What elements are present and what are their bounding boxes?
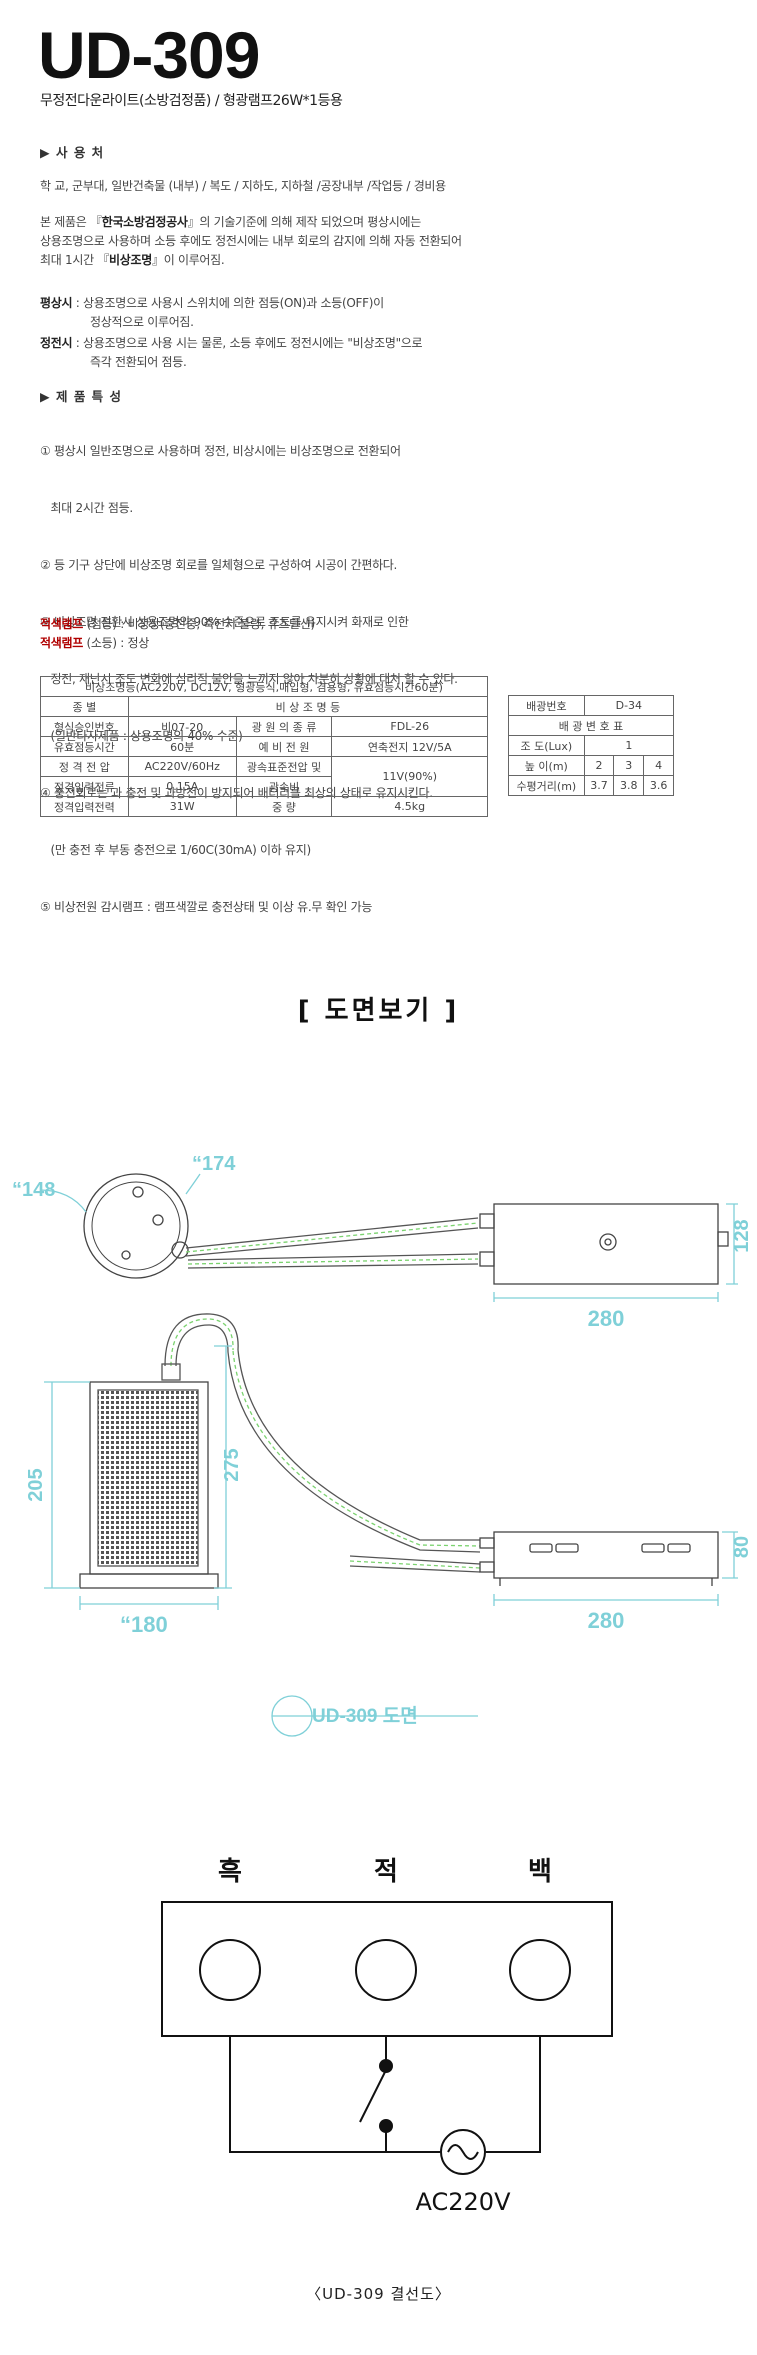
dim-205: 205 xyxy=(25,1468,47,1501)
drawing-heading: [ 도면보기 ] xyxy=(297,996,460,1026)
switch-contact-top xyxy=(379,2059,393,2073)
terminal-block xyxy=(161,1901,613,2037)
switch-lever xyxy=(359,2069,387,2123)
mode-outage: 정전시 : 상용조명으로 사용 시는 물론, 소등 후에도 정전시에는 "비상조… xyxy=(40,336,423,369)
features-heading: ▶ 제 품 특 성 xyxy=(40,389,123,404)
terminal-black xyxy=(199,1939,261,2001)
dim-128: 128 xyxy=(731,1219,753,1252)
terminal-white xyxy=(509,1939,571,2001)
dim-280-top: 280 xyxy=(588,1306,625,1331)
intro-line-3: 최대 1시간 『비상조명』이 이루어짐. xyxy=(40,253,225,267)
dim-280-side: 280 xyxy=(588,1608,625,1633)
dim-174: “174 xyxy=(192,1153,236,1175)
wiring-caption: 〈UD-309 결선도〉 xyxy=(306,2285,451,2303)
spec-title: 비상조명등(AC220V, DC12V, 형광등식,매입형, 겸용형, 유효점등… xyxy=(40,676,488,697)
feature-line: ① 평상시 일반조명으로 사용하며 정전, 비상시에는 비상조명으로 전환되어 xyxy=(40,444,401,458)
feature-line: (만 충전 후 부동 충전으로 1/60C(30mA) 이하 유지) xyxy=(40,843,312,857)
mode-normal: 평상시 : 상용조명으로 사용시 스위치에 의한 점등(ON)과 소등(OFF)… xyxy=(40,296,384,329)
mode-outage-label: 정전시 xyxy=(40,336,73,350)
dim-275: 275 xyxy=(221,1448,243,1481)
dim-80: 80 xyxy=(731,1536,753,1558)
dim-180: “180 xyxy=(120,1612,168,1637)
wire-label-red: 적 xyxy=(374,1857,398,1887)
feature-line: 최대 2시간 점등. xyxy=(40,501,134,515)
wire-label-black: 흑 xyxy=(218,1857,242,1887)
model-title: UD-309 xyxy=(38,18,260,92)
top-view-cable-gland xyxy=(171,1241,189,1259)
side-view-cable-bend xyxy=(164,1313,239,1367)
wiring-diagram: 흑 적 백 AC220V xyxy=(161,1857,613,2216)
top-view-inner-ring xyxy=(91,1181,181,1271)
technical-drawing: “148 “174 280 128 205 275 “180 280 80 UD… xyxy=(12,1153,753,1737)
lamp-status: 적색램프 (점등) : 비정상(충전중, 축전지 불량, 휴즈단선) 적색램프 … xyxy=(40,617,315,650)
mode-normal-label: 평상시 xyxy=(40,296,73,310)
feature-line: ⑤ 비상전원 감시램프 : 램프색깔로 충전상태 및 이상 유.무 확인 가능 xyxy=(40,900,373,914)
dim-148: “148 xyxy=(12,1179,55,1201)
feature-line: ③ 비상조명 전환시 상용조명의 90% 수준으로 조도를 유지시켜 화재로 인… xyxy=(40,615,409,629)
ac-source-label: AC220V xyxy=(416,2188,512,2216)
product-subtitle: 무정전다운라이트(소방검정품) / 형광램프26W*1등용 xyxy=(40,93,343,109)
side-view-ballast-box xyxy=(493,1531,719,1579)
drawing-label: UD-309 도면 xyxy=(312,1705,418,1727)
features-list: ① 평상시 일반조명으로 사용하며 정전, 비상시에는 비상조명으로 전환되어 … xyxy=(40,404,458,936)
feature-line: ② 등 기구 상단에 비상조명 회로를 일체형으로 구성하여 시공이 간편하다. xyxy=(40,558,398,572)
spec-table: 비상조명등(AC220V, DC12V, 형광등식,매입형, 겸용형, 유효점등… xyxy=(40,676,489,817)
usage-text: 학 교, 군부대, 일반건축물 (내부) / 복도 / 지하도, 지하철 /공장… xyxy=(40,179,446,193)
intro-line-1: 본 제품은 『한국소방검정공사』의 기술기준에 의해 제작 되었으며 평상시에는 xyxy=(40,215,421,229)
wire-label-white: 백 xyxy=(528,1857,552,1887)
side-view-flange xyxy=(79,1573,219,1589)
intro-line-2: 상용조명으로 사용하며 소등 후에도 정전시에는 내부 회로의 감지에 의해 자… xyxy=(40,234,462,248)
switch-contact-bottom xyxy=(379,2119,393,2133)
ac-source xyxy=(440,2129,486,2175)
intro-paragraph: 본 제품은 『한국소방검정공사』의 기술기준에 의해 제작 되었으며 평상시에는… xyxy=(40,213,462,270)
top-view-outer-ring xyxy=(83,1173,189,1279)
terminal-red xyxy=(355,1939,417,2001)
usage-heading: ▶ 사 용 처 xyxy=(40,145,105,160)
